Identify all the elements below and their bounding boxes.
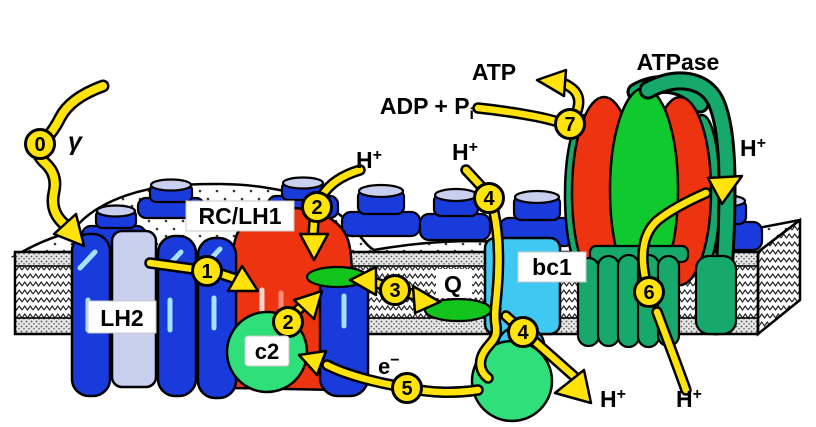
- proton-path-atpase: [637, 174, 744, 396]
- h-plus-label-atpase-bottom: H+: [676, 386, 702, 412]
- lh2-cylinder: [156, 234, 198, 398]
- arrowhead: [52, 212, 86, 248]
- svg-text:1: 1: [201, 261, 212, 283]
- arrowhead: [348, 265, 378, 297]
- svg-text:3: 3: [389, 280, 400, 302]
- svg-text:5: 5: [401, 378, 412, 400]
- svg-text:7: 7: [564, 114, 575, 136]
- step-marker-5: 5: [391, 372, 423, 404]
- protein-hat: [340, 183, 422, 238]
- arrowhead: [292, 289, 324, 321]
- step-marker-2-proton: 2: [301, 191, 333, 223]
- rc-lh1-label: RC/LH1: [185, 200, 295, 232]
- svg-text:2: 2: [311, 197, 322, 219]
- step-marker-7: 7: [554, 108, 586, 140]
- gamma-label: γ: [68, 128, 84, 156]
- electron-label: e−: [378, 352, 400, 379]
- svg-text:bc1: bc1: [532, 254, 572, 280]
- adp-pi-label: ADP + Pi: [380, 93, 474, 123]
- svg-text:6: 6: [643, 282, 654, 304]
- step-marker-4-top: 4: [473, 182, 505, 214]
- proton-path-bc1: [460, 164, 593, 405]
- arrowhead: [297, 349, 328, 377]
- arrowhead: [535, 68, 568, 98]
- atpase-label: ATPase: [637, 49, 720, 75]
- step-marker-0: 0: [24, 128, 56, 160]
- excitation-transfer-arrow: [144, 257, 260, 293]
- bc1-label: bc1: [517, 251, 587, 283]
- step-marker-4-bottom: 4: [507, 316, 539, 348]
- svg-text:4: 4: [517, 322, 529, 344]
- svg-text:LH2: LH2: [100, 305, 143, 331]
- svg-text:RC/LH1: RC/LH1: [198, 203, 281, 229]
- a-subunit: [694, 254, 738, 336]
- svg-text:2: 2: [282, 312, 293, 334]
- atp-label: ATP: [472, 59, 516, 85]
- proton-uptake-rc-arrow: [298, 164, 366, 262]
- h-plus-label-rc: H+: [356, 147, 382, 173]
- arrowhead: [411, 284, 442, 315]
- step-marker-1: 1: [191, 255, 223, 287]
- svg-text:4: 4: [483, 188, 495, 210]
- arrowhead: [553, 368, 593, 405]
- q-label: Q: [436, 269, 472, 298]
- h-plus-label-bc1-top: H+: [452, 139, 478, 165]
- lh2-label: LH2: [87, 300, 157, 334]
- step-marker-6: 6: [633, 276, 665, 308]
- h-plus-label-bc1-bottom: H+: [600, 386, 626, 412]
- membrane-right-cap: [756, 217, 802, 337]
- c2-label: c2: [244, 335, 290, 367]
- c-ring-subunit: [596, 254, 621, 348]
- atp-synthesis-arrow: [472, 68, 585, 128]
- protein-hat: [418, 187, 492, 242]
- arrowhead: [706, 174, 744, 206]
- step-marker-2-electron: 2: [272, 306, 304, 338]
- arrowhead: [298, 232, 330, 262]
- svg-text:Q: Q: [444, 271, 462, 297]
- step-marker-3: 3: [379, 274, 411, 306]
- svg-text:0: 0: [34, 134, 45, 156]
- arrowhead: [226, 264, 260, 293]
- h-plus-label-atpase-top: H+: [740, 135, 766, 161]
- svg-text:c2: c2: [255, 339, 279, 364]
